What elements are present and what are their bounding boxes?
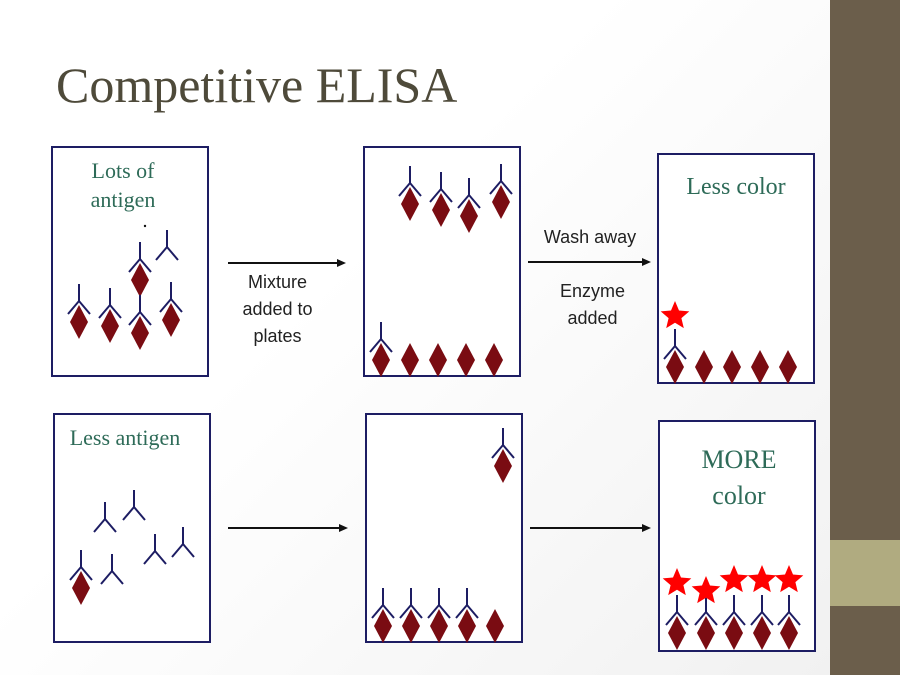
antigen-diamond [430,609,448,643]
antibody-icon [427,588,451,619]
antigen-diamond [457,343,475,377]
diagram-marks [67,164,804,650]
antibody-icon [69,550,93,581]
arrow-head-icon [642,258,651,266]
antigen-diamond [72,571,90,605]
antibody-icon [67,284,91,315]
antibody-icon [777,595,801,626]
antigen-diamond [374,609,392,643]
antibody-icon [100,554,124,585]
enzyme-star-icon [719,565,749,593]
antigen-diamond [101,309,119,343]
enzyme-star-icon [774,565,804,593]
slide-title: Competitive ELISA [56,57,458,113]
antibody-icon [455,588,479,619]
antigen-diamond [725,616,743,650]
wash-label: Wash away [543,227,637,247]
antigen-diamond [779,350,797,384]
panel-less-antigen: Less antigen [53,413,211,643]
antigen-diamond [460,199,478,233]
antigen-diamond [723,350,741,384]
panel-less-color: Less color [657,153,815,384]
antibody-icon [398,166,422,197]
antibody-icon [457,178,481,209]
antibody-icon [489,164,513,195]
antibody-icon [122,490,146,521]
antigen-diamond [695,350,713,384]
enzyme-star-icon [660,301,690,329]
antigen-diamond [666,350,684,384]
antigen-diamond [780,616,798,650]
antigen-diamond [70,305,88,339]
antibody-icon [128,295,152,326]
antibody-icon [665,595,689,626]
panel-lots-antigen: Lots of antigen [51,146,209,377]
antibody-icon [491,428,515,459]
panel-label: Lots of antigen [90,158,156,212]
antibody-icon [694,595,718,626]
antibody-icon [171,527,195,558]
antibody-icon [143,534,167,565]
antibody-icon [159,282,183,313]
antigen-diamond [131,263,149,297]
antigen-diamond [494,449,512,483]
sidebar-band [830,540,900,606]
antigen-diamond [429,343,447,377]
antigen-diamond [131,316,149,350]
antigen-diamond [372,343,390,377]
antibody-icon [369,322,393,353]
antibody-icon [98,288,122,319]
dot [143,224,147,228]
panel-label: MORE color [701,445,777,510]
antigen-diamond [485,343,503,377]
panel-label: Less color [686,174,786,200]
antigen-diamond [401,343,419,377]
antigen-diamond [751,350,769,384]
antibody-icon [399,588,423,619]
antigen-diamond [492,185,510,219]
antigen-diamond [697,616,715,650]
mixture-label: Mixture added to plates [242,272,313,346]
enzyme-star-icon [747,565,777,593]
enzyme-label: Enzyme added [559,281,626,328]
antigen-diamond [432,193,450,227]
antigen-diamond [753,616,771,650]
antigen-diamond [486,609,504,643]
antibody-icon [750,595,774,626]
antigen-diamond [401,187,419,221]
antigen-diamond [162,303,180,337]
antibody-icon [371,588,395,619]
antibody-icon [663,329,687,360]
antibody-icon [429,172,453,203]
arrow-head-icon [339,524,348,532]
arrow-head-icon [642,524,651,532]
antigen-diamond [668,616,686,650]
slide: Competitive ELISA Lots of antigen Less c… [0,0,830,675]
antibody-icon [93,502,117,533]
enzyme-star-icon [691,576,721,604]
antigen-diamond [458,609,476,643]
antibody-icon [128,242,152,273]
antigen-diamond [402,609,420,643]
enzyme-star-icon [662,568,692,596]
arrow-head-icon [337,259,346,267]
antibody-icon [722,595,746,626]
panel-label: Less antigen [69,425,181,450]
antibody-icon [155,230,179,261]
